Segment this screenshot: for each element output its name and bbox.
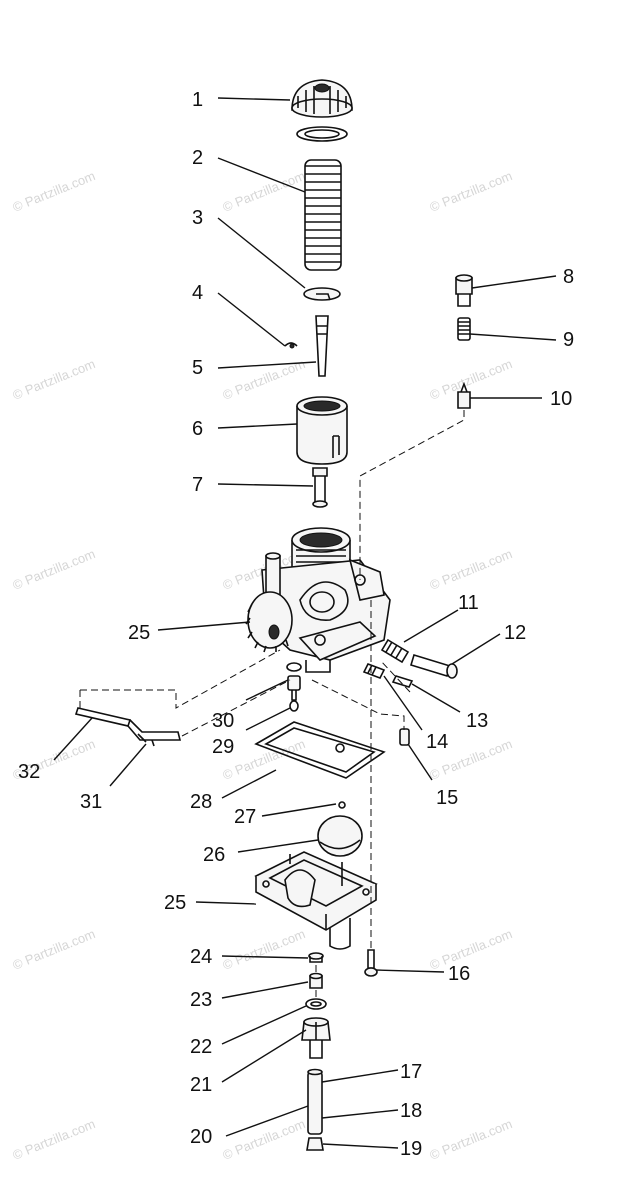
cap-washer-inner: [304, 129, 340, 139]
callout-16: 16: [448, 963, 470, 985]
part-1-cap[interactable]: [291, 79, 353, 118]
callout-31: 31: [80, 791, 102, 813]
part-19-cap[interactable]: [306, 1137, 324, 1151]
watermarks: © Partzilla.com © Partzilla.com © Partzi…: [11, 168, 515, 1163]
watermark: © Partzilla.com: [428, 1116, 515, 1163]
part-13-pilot-screw[interactable]: [391, 675, 414, 688]
watermark: © Partzilla.com: [11, 356, 98, 403]
callout-29: 29: [212, 736, 234, 758]
callout-15: 15: [436, 787, 458, 809]
part-14-spring[interactable]: [362, 662, 386, 680]
callout-4: 4: [192, 282, 203, 304]
part-7-bolt[interactable]: [312, 467, 328, 508]
part-16-screw[interactable]: [364, 949, 378, 977]
callout-19: 19: [400, 1138, 422, 1160]
callout-23: 23: [190, 989, 212, 1011]
callout-18: 18: [400, 1100, 422, 1122]
watermark: © Partzilla.com: [11, 546, 98, 593]
callout-26: 26: [203, 844, 225, 866]
part-20-drain-tube[interactable]: [307, 1068, 323, 1135]
part-8-adjuster-screw[interactable]: [455, 274, 473, 307]
callout-3: 3: [192, 207, 203, 229]
callout-labels: 1 2 3 4 5 6 7 8 9 10 11 12 13 14 15 16 1…: [18, 89, 574, 1160]
callout-10: 10: [550, 388, 572, 410]
callout-27: 27: [234, 806, 256, 828]
part-15-jet[interactable]: [399, 728, 410, 746]
callout-25-bowl: 25: [164, 892, 186, 914]
part-12-idle-screw[interactable]: [410, 653, 458, 679]
callout-6: 6: [192, 418, 203, 440]
cap-washer[interactable]: [296, 126, 348, 142]
callout-21: 21: [190, 1074, 212, 1096]
watermark: © Partzilla.com: [11, 926, 98, 973]
callout-30: 30: [212, 710, 234, 732]
part-22-o-ring-inner: [310, 1001, 322, 1007]
part-11-spring[interactable]: [380, 638, 410, 664]
callout-20: 20: [190, 1126, 212, 1148]
callout-12: 12: [504, 622, 526, 644]
watermark: © Partzilla.com: [11, 1116, 98, 1163]
part-9-spring[interactable]: [457, 317, 471, 341]
part-5-jet-needle[interactable]: [315, 315, 329, 377]
callout-22: 22: [190, 1036, 212, 1058]
part-30-washer[interactable]: [286, 662, 302, 672]
part-21-plug[interactable]: [301, 1017, 331, 1059]
part-2-spring[interactable]: [304, 159, 342, 271]
callout-17: 17: [400, 1061, 422, 1083]
watermark: © Partzilla.com: [221, 168, 308, 215]
watermark: © Partzilla.com: [11, 168, 98, 215]
callout-7: 7: [192, 474, 203, 496]
callout-14: 14: [426, 731, 448, 753]
leader-lines: [53, 97, 557, 1149]
part-26-float[interactable]: [317, 815, 363, 857]
watermark: © Partzilla.com: [221, 926, 308, 973]
watermark: © Partzilla.com: [428, 926, 515, 973]
carburetor-body[interactable]: [261, 527, 391, 673]
callout-28: 28: [190, 791, 212, 813]
callout-13: 13: [466, 710, 488, 732]
watermark: © Partzilla.com: [428, 168, 515, 215]
part-28-gasket[interactable]: [254, 721, 386, 779]
watermark: © Partzilla.com: [428, 356, 515, 403]
callout-9: 9: [563, 329, 574, 351]
watermark: © Partzilla.com: [428, 546, 515, 593]
assembly-axis-lines: [79, 410, 465, 1000]
part-25-float-bowl[interactable]: [254, 851, 378, 950]
part-22-o-ring[interactable]: [305, 998, 327, 1010]
part-23-jet[interactable]: [309, 972, 323, 989]
part-31-32-bracket[interactable]: [74, 707, 182, 747]
part-6-throttle-valve[interactable]: [296, 396, 348, 465]
callout-5: 5: [192, 357, 203, 379]
part-3-retainer[interactable]: [303, 287, 341, 301]
callout-8: 8: [563, 266, 574, 288]
part-10-valve[interactable]: [457, 381, 471, 409]
callout-32: 32: [18, 761, 40, 783]
callout-24: 24: [190, 946, 212, 968]
callout-25-flange: 25: [128, 622, 150, 644]
part-27-pin[interactable]: [338, 801, 346, 809]
part-4-clip[interactable]: [284, 342, 298, 349]
part-25-intake-flange[interactable]: [245, 591, 293, 653]
callout-11: 11: [458, 592, 479, 614]
watermark: © Partzilla.com: [221, 1116, 308, 1163]
callout-2: 2: [192, 147, 203, 169]
part-24-nut[interactable]: [308, 952, 324, 963]
callout-1: 1: [192, 89, 203, 111]
part-29-jet[interactable]: [287, 675, 301, 712]
